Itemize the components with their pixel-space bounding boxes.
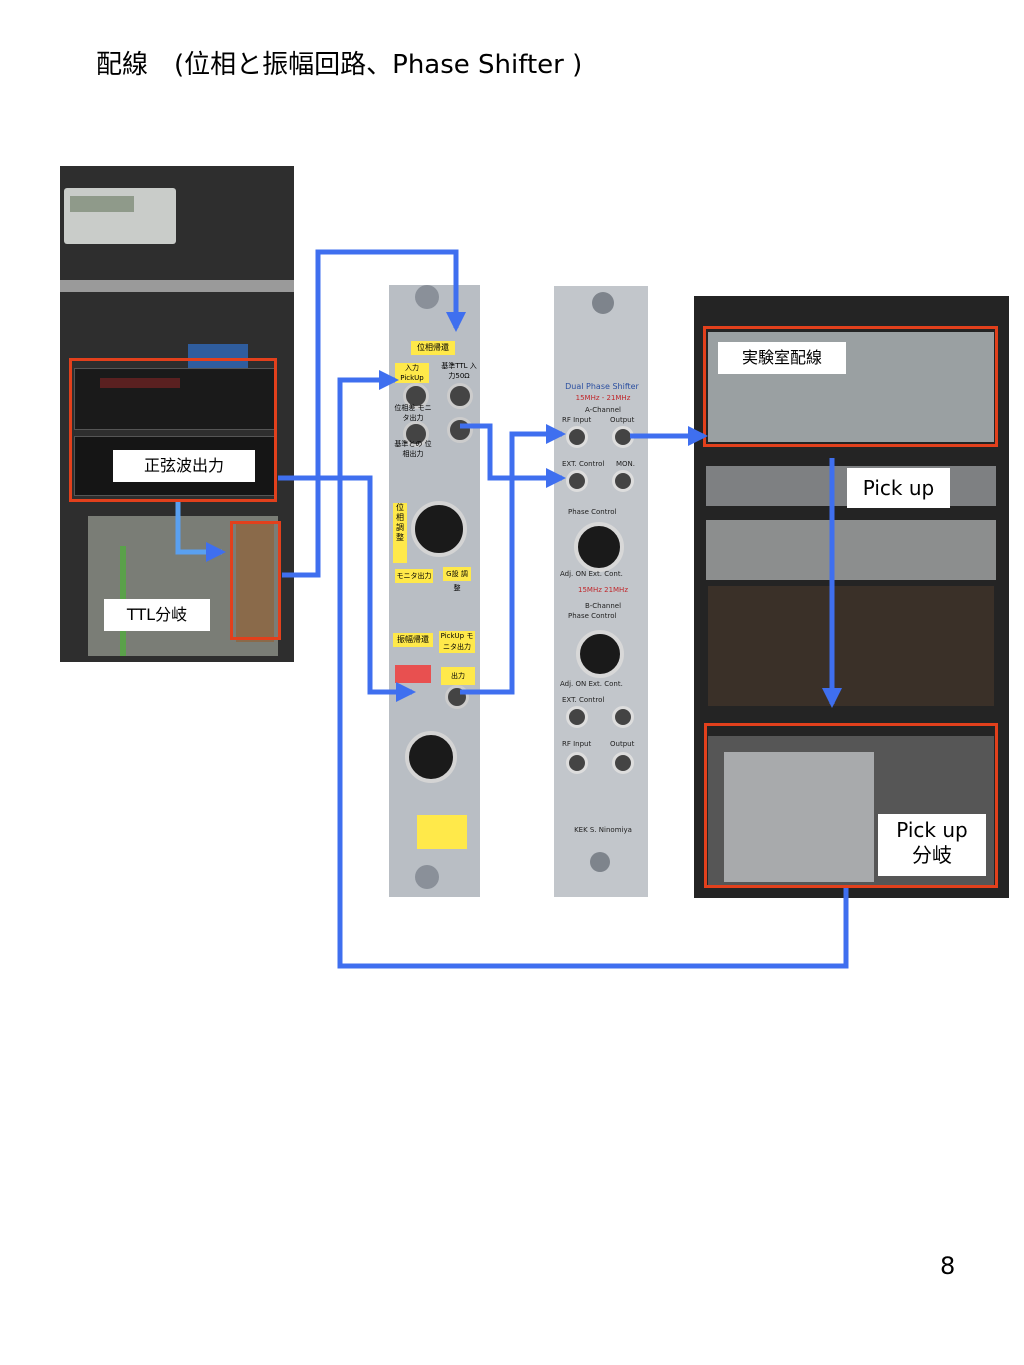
arrow-sine-to-amplitude	[278, 475, 416, 702]
ref-phase-tag: 基準との 位相出力	[394, 440, 432, 458]
connector-ttl	[447, 383, 473, 409]
pickup-branch-line1: Pick up	[896, 818, 968, 842]
connector-mon-b	[612, 706, 634, 728]
panel-unit-2	[706, 520, 996, 580]
top-screw	[592, 292, 614, 314]
connector-rf-input-b	[566, 752, 588, 774]
ext-control-label: EXT. Control	[562, 460, 605, 468]
lab-wiring-highlight	[703, 326, 998, 447]
rf-input-label-b: RF Input	[562, 740, 592, 748]
phase-control-label-b: Phase Control	[568, 612, 617, 620]
sine-output-highlight	[69, 358, 277, 502]
mon-label: MON.	[616, 460, 636, 468]
top-screw	[415, 285, 439, 309]
freq-range-b: 15MHz 21MHz	[578, 586, 628, 594]
multimeter-display	[70, 196, 134, 212]
arrow-ttl-to-ref	[282, 249, 466, 578]
phase-monitor-tag: 位相差 モニタ出力	[394, 404, 432, 422]
arrow-sine-to-ttl	[175, 502, 226, 562]
connector-rf-input	[566, 426, 588, 448]
arrow-phase-to-rf-input	[460, 423, 566, 488]
phase-dial	[411, 501, 467, 557]
output-label-b: Output	[610, 740, 635, 748]
ttl-branch-highlight	[230, 521, 281, 640]
phase-amplitude-module: 位相帰還 入力 PickUp 基準TTL 入力50Ω 位相差 モニタ出力 基準と…	[389, 285, 480, 897]
ttl-input-tag: 基準TTL 入力50Ω	[441, 362, 477, 380]
adj-label-b: Adj. ON Ext. Cont.	[560, 680, 623, 688]
adj-label-a: Adj. ON Ext. Cont.	[560, 570, 623, 578]
pickup-label: Pick up	[847, 468, 950, 508]
connector-ref	[447, 417, 473, 443]
nim-modules	[724, 752, 874, 882]
module-title: Dual Phase Shifter	[565, 382, 639, 391]
function-generator-display	[100, 378, 180, 388]
amplitude-header: 振幅帰還	[393, 633, 433, 647]
monitor-out-tag: モニタ出力	[395, 569, 433, 583]
slide-title: 配線 (位相と振幅回路、Phase Shifter )	[96, 50, 583, 80]
pickup-branch-highlight	[704, 723, 998, 888]
output-label: Output	[610, 416, 635, 424]
phase-dial-b	[576, 630, 624, 678]
lab-wiring-label: 実験室配線	[718, 342, 846, 374]
sine-output-label: 正弦波出力	[113, 450, 255, 482]
nim-module	[236, 522, 274, 642]
bottom-screw	[590, 852, 610, 872]
freq-range-a: 15MHz - 21MHz	[575, 394, 631, 402]
input-pickup-tag: 入力 PickUp	[395, 363, 429, 383]
dual-phase-shifter-module: Dual Phase Shifter 15MHz - 21MHz A-Chann…	[554, 286, 648, 897]
page-number: 8	[940, 1252, 956, 1280]
ttl-branch-label: TTL分岐	[104, 599, 210, 631]
a-channel-label: A-Channel	[585, 406, 621, 414]
b-channel-label: B-Channel	[584, 602, 622, 610]
power-tag	[417, 815, 467, 849]
amplitude-dial	[405, 731, 457, 783]
rack-photo-left	[60, 166, 294, 662]
bottom-screw	[415, 865, 439, 889]
red-tag	[395, 665, 431, 683]
connector-input	[403, 383, 429, 409]
arrow-pickup-to-input	[337, 370, 849, 969]
pickup-branch-label: Pick up 分岐	[878, 814, 986, 876]
phase-control-label-a: Phase Control	[568, 508, 617, 516]
connector-ext-control-b	[566, 706, 588, 728]
connector-output-b	[612, 752, 634, 774]
pickup-branch-line2: 分岐	[912, 843, 952, 867]
rack-shelf	[60, 280, 294, 292]
phase-dial-a	[574, 522, 624, 572]
phase-adjust-tag: 位相調整	[393, 503, 407, 563]
gain-adjust-tag: G設 調整	[443, 567, 471, 592]
pickup-monitor-tag: PickUp モニタ出力	[439, 631, 475, 653]
connector-mon	[612, 470, 634, 492]
rf-input-label: RF Input	[562, 416, 592, 424]
module-header: 位相帰還	[411, 341, 455, 355]
module-footer: KEK S. Ninomiya	[574, 826, 632, 834]
ext-control-label-b: EXT. Control	[562, 696, 605, 704]
connector-output	[445, 685, 469, 709]
output-tag: 出力	[441, 667, 475, 685]
connector-ext-control	[566, 470, 588, 492]
connector-phase-monitor	[403, 421, 429, 447]
arrow-amplitude-to-ext	[460, 424, 566, 695]
cable-bundle	[708, 586, 994, 706]
